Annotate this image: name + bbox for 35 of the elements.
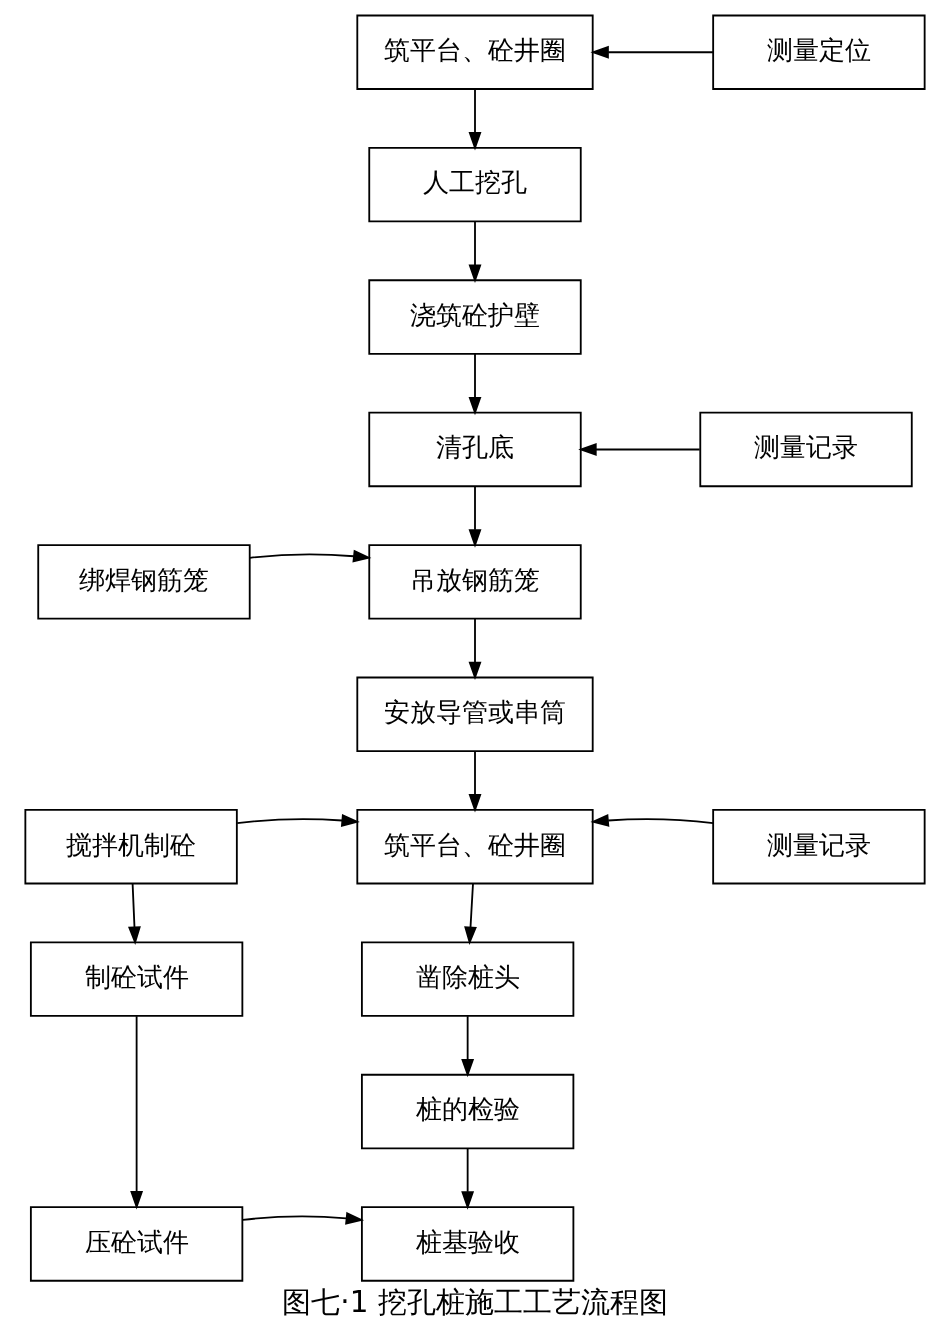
arrow bbox=[468, 750, 482, 813]
node-box: 搅拌机制砼 bbox=[24, 809, 238, 885]
node-box: 桩基验收 bbox=[360, 1206, 575, 1282]
node-box: 桩的检验 bbox=[360, 1073, 575, 1150]
arrow bbox=[590, 45, 715, 59]
node-box: 浇筑砼护壁 bbox=[368, 279, 582, 355]
arrow bbox=[130, 1015, 144, 1210]
node-box: 制砼试件 bbox=[29, 941, 244, 1017]
arrow bbox=[578, 443, 701, 456]
node-box: 筑平台、砼井圈 bbox=[356, 809, 594, 885]
arrow bbox=[468, 618, 482, 681]
arrow bbox=[241, 1211, 365, 1225]
node-box: 清孔底 bbox=[368, 411, 582, 488]
arrow bbox=[590, 814, 715, 827]
arrow bbox=[468, 220, 482, 283]
arrow bbox=[468, 485, 482, 548]
arrow bbox=[249, 549, 372, 563]
arrow bbox=[468, 88, 482, 151]
arrow bbox=[128, 882, 141, 945]
arrow bbox=[468, 353, 482, 416]
node-box: 测量记录 bbox=[699, 411, 913, 488]
node-box: 凿除桩头 bbox=[360, 941, 575, 1017]
node-box: 测量记录 bbox=[712, 809, 926, 885]
arrow bbox=[461, 1147, 475, 1210]
node-box: 筑平台、砼井圈 bbox=[356, 14, 594, 90]
arrow bbox=[464, 882, 477, 945]
arrow bbox=[461, 1015, 475, 1078]
node-box: 测量定位 bbox=[712, 14, 926, 90]
node-box: 安放导管或串筒 bbox=[356, 676, 594, 752]
node-box: 绑焊钢筋笼 bbox=[37, 544, 251, 620]
node-box: 吊放钢筋笼 bbox=[368, 544, 582, 620]
caption: 图七·1 挖孔桩施工工艺流程图 bbox=[282, 1284, 668, 1319]
arrow bbox=[236, 814, 360, 827]
node-box: 压砼试件 bbox=[29, 1206, 244, 1282]
node-box: 人工挖孔 bbox=[368, 146, 582, 223]
